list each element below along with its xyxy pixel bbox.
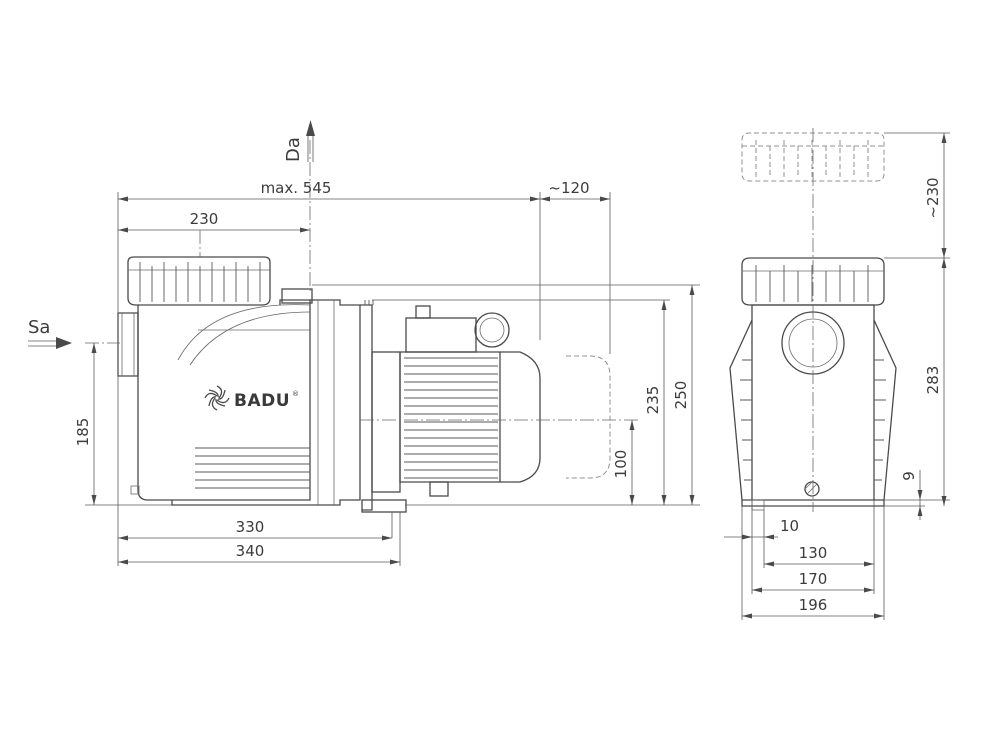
swirl-logo-icon: [204, 385, 230, 411]
dim-foot-offset: 9: [900, 470, 923, 520]
front-extension-lines: [741, 132, 950, 620]
dim-foot-hole: 10: [724, 517, 799, 540]
lid-removed-outline: [741, 132, 885, 182]
dim-shaft-height-label: 100: [612, 450, 630, 479]
dim-total-height: 250: [672, 285, 695, 505]
dim-motor-clearance: ~120: [540, 179, 610, 202]
dim-shaft-height: 100: [612, 420, 635, 505]
dim-lid-clearance: ~230: [924, 133, 947, 258]
dim-inner-width-label: 130: [799, 544, 828, 562]
front-view: ~230 283 9 10 130: [724, 128, 950, 620]
dim-lid-clearance-label: ~230: [924, 177, 942, 218]
discharge-label: Da: [283, 137, 304, 162]
dim-foot-width-label: 170: [799, 570, 828, 588]
badu-logo: BADU ®: [204, 385, 299, 411]
dim-suction-height: 185: [74, 343, 97, 505]
front-lid: [741, 257, 885, 306]
suction-label: Sa: [28, 317, 50, 338]
dim-foot-length-outer-label: 340: [236, 542, 265, 560]
side-view: BADU ®: [28, 120, 700, 566]
dim-overall-length-label: max. 545: [261, 179, 332, 197]
dim-body-height: 283: [924, 258, 947, 506]
motor-bracket: [310, 299, 407, 513]
dim-strainer-axis: 230: [118, 210, 310, 233]
dim-suction-height-label: 185: [74, 418, 92, 447]
registered-mark: ®: [292, 390, 299, 398]
suction-arrow-icon: [28, 337, 72, 349]
dim-top-height-label: 235: [644, 386, 662, 415]
pump-housing: [117, 288, 313, 506]
dim-inner-width: 130: [764, 544, 874, 567]
discharge-arrow-icon: [306, 120, 315, 162]
dim-strainer-axis-label: 230: [190, 210, 219, 228]
dim-overall-width: 196: [742, 596, 884, 619]
dim-body-height-label: 283: [924, 366, 942, 395]
brand-name: BADU: [234, 391, 290, 411]
dim-foot-length-inner-label: 330: [236, 518, 265, 536]
motor: [371, 305, 541, 497]
side-extension-lines: [85, 192, 700, 566]
dim-foot-offset-label: 9: [900, 471, 918, 481]
dim-overall-length: max. 545: [118, 179, 540, 202]
strainer-lid: [127, 256, 271, 306]
dim-foot-length-inner: 330: [118, 518, 392, 541]
motor-clearance-outline: [566, 355, 611, 479]
dim-top-height: 235: [644, 300, 667, 505]
dim-foot-hole-label: 10: [780, 517, 799, 535]
dim-foot-length-outer: 340: [118, 542, 400, 565]
dim-overall-width-label: 196: [799, 596, 828, 614]
dim-foot-width: 170: [752, 570, 874, 593]
dim-motor-clearance-label: ~120: [548, 179, 589, 197]
dim-total-height-label: 250: [672, 381, 690, 410]
